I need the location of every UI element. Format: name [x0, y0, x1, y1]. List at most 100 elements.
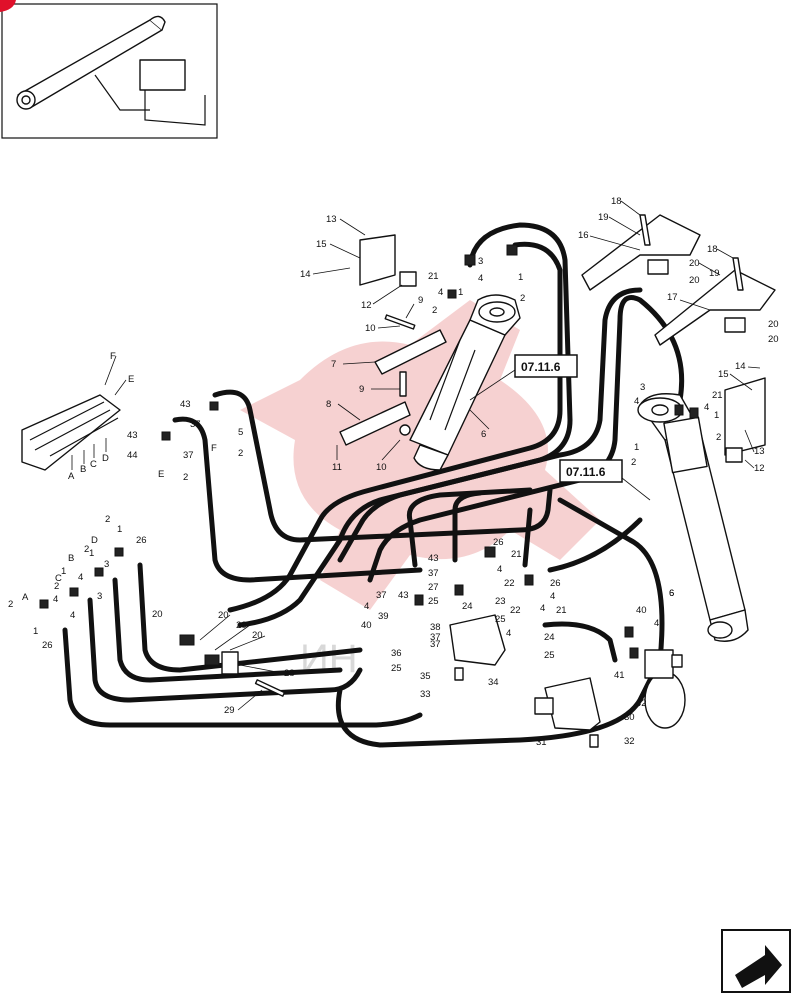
callout: 4 — [364, 601, 369, 612]
callout: 4 — [438, 287, 443, 298]
callout: 4 — [634, 396, 639, 407]
callout: 25 — [544, 650, 555, 661]
control-valve-bank — [21, 394, 121, 471]
callout: 20 — [152, 609, 163, 620]
next-page-icon[interactable] — [721, 929, 791, 993]
callout: 37 — [183, 450, 194, 461]
callout: 10 — [376, 462, 387, 473]
pins-and-bolts — [339, 314, 447, 446]
callout: 37 — [428, 568, 439, 579]
callout: 43 — [127, 430, 138, 441]
callout: 42 — [636, 698, 647, 709]
callout: 4 — [654, 618, 659, 629]
callout: 1 — [714, 410, 719, 421]
callout: 25 — [391, 663, 402, 674]
callout: 26 — [493, 537, 504, 548]
callout: 3 — [478, 256, 483, 267]
callout: 12 — [361, 300, 372, 311]
callout: D — [102, 453, 109, 464]
callout: 35 — [420, 671, 431, 682]
callout: 2 — [716, 432, 721, 443]
callout: 8 — [326, 399, 331, 410]
callout: 24 — [544, 632, 555, 643]
callout: B — [80, 464, 86, 475]
callout: 31 — [536, 737, 547, 748]
fittings — [39, 244, 699, 697]
callout: 43 — [180, 399, 191, 410]
callout: 20 — [689, 258, 700, 269]
callout: 20 — [768, 319, 779, 330]
callout: 1 — [61, 566, 66, 577]
callout: 12 — [754, 463, 765, 474]
callout: 2 — [84, 544, 89, 555]
callout: A — [22, 592, 29, 603]
callout: 41 — [614, 670, 625, 681]
callout: 4 — [53, 594, 58, 605]
callout: 4 — [497, 564, 502, 575]
callout: 37 — [430, 632, 441, 643]
callout: 2 — [432, 305, 437, 316]
callout: 1 — [518, 272, 523, 283]
callout: D — [91, 535, 98, 546]
callout: 43 — [398, 590, 409, 601]
callout: 26 — [550, 578, 561, 589]
callout: 14 — [735, 361, 746, 372]
callout: 20 — [252, 630, 263, 641]
callout: 11 — [332, 462, 342, 473]
callout: 37 — [190, 419, 201, 430]
callout: A — [68, 471, 75, 482]
callout: 2 — [631, 457, 636, 468]
callout: 38 — [430, 622, 441, 633]
callout: 44 — [127, 450, 138, 461]
callout: 4 — [78, 572, 83, 583]
callout: 21 — [511, 549, 522, 560]
callout: 4 — [70, 610, 75, 621]
callout: 17 — [667, 292, 678, 303]
callout: 33 — [420, 689, 431, 700]
reference-box-1: 07.11.6 — [469, 354, 578, 401]
callout: 26 — [42, 640, 53, 651]
callout: 24 — [462, 601, 473, 612]
callout: 21 — [556, 605, 567, 616]
right-lift-cylinder — [637, 393, 749, 642]
callout: E — [128, 374, 134, 385]
callout: 19 — [709, 268, 720, 279]
callout: B — [68, 553, 74, 564]
callout: 2 — [54, 581, 59, 592]
callout: 1 — [89, 548, 94, 559]
callout: 25 — [428, 596, 439, 607]
callout: 1 — [458, 287, 463, 298]
callout: 43 — [428, 553, 439, 564]
callout: 9 — [359, 384, 364, 395]
callout: 4 — [550, 591, 555, 602]
callout: 30 — [624, 712, 635, 723]
callout: 40 — [636, 605, 647, 616]
callout: 1 — [33, 626, 38, 637]
callout: 2 — [183, 472, 188, 483]
callout: 32 — [624, 736, 635, 747]
callout: 29 — [224, 705, 235, 716]
callout: 20 — [236, 620, 247, 631]
callout: 3 — [640, 382, 645, 393]
callout: 6 — [669, 588, 674, 599]
callout: 2 — [238, 448, 243, 459]
callout: 3 — [97, 591, 102, 602]
callout: C — [90, 459, 97, 470]
callout: 39 — [378, 611, 389, 622]
callout: 18 — [707, 244, 718, 255]
hose-lines — [62, 222, 685, 748]
callout: 28 — [284, 668, 295, 679]
valve-manifolds — [449, 614, 601, 748]
callout: F — [211, 443, 217, 454]
left-lift-cylinder — [409, 294, 521, 471]
callout: 13 — [326, 214, 337, 225]
callout: 19 — [598, 212, 609, 223]
callout: 22 — [510, 605, 521, 616]
callout: 4 — [540, 603, 545, 614]
mounting-brackets — [359, 214, 776, 463]
reference-label: 07.11.6 — [566, 465, 606, 479]
callout: 36 — [391, 648, 402, 659]
callout: 20 — [689, 275, 700, 286]
callout: 21 — [712, 390, 723, 401]
